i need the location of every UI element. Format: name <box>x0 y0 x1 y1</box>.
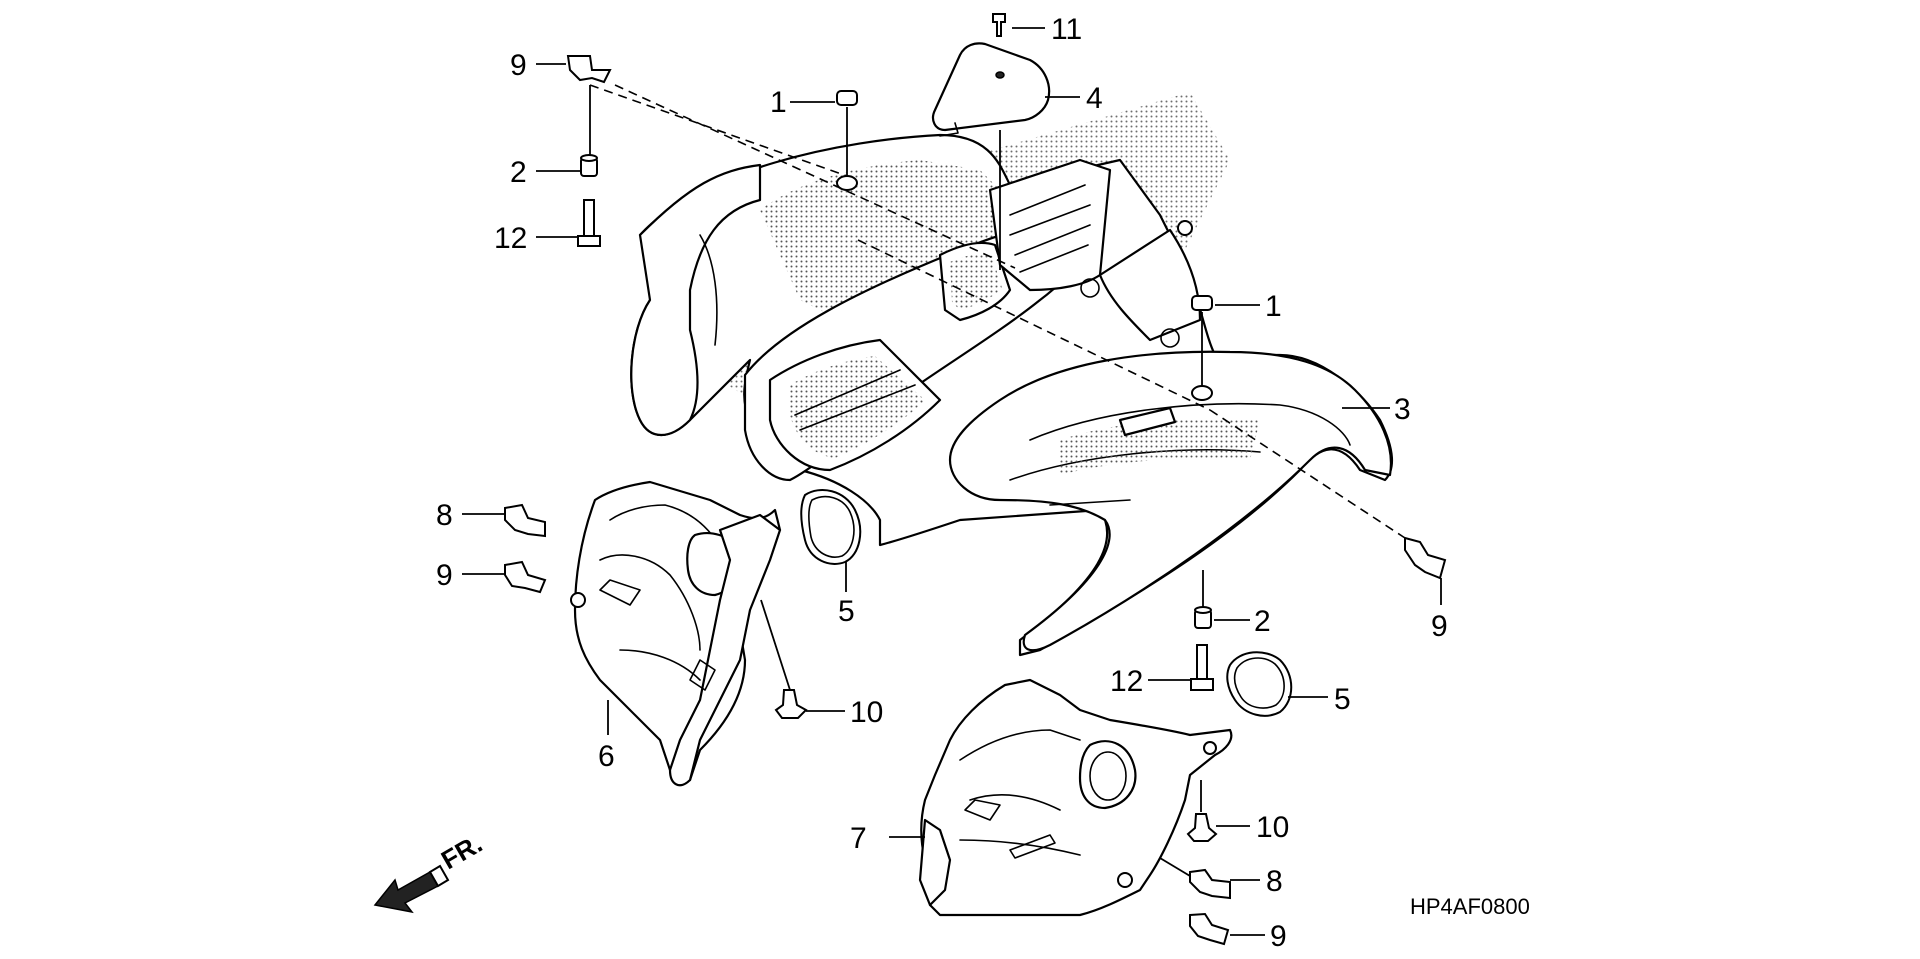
right-inner-panel-part-7 <box>918 678 1233 917</box>
callout-1-top: 1 <box>770 86 787 119</box>
drawing-code: HP4AF0800 <box>1410 894 1530 919</box>
callout-9-top-left: 9 <box>510 49 527 82</box>
callout-12-left: 12 <box>494 222 527 255</box>
front-fender-part-3 <box>630 133 1394 657</box>
callout-9-right: 9 <box>1431 610 1448 643</box>
ring-part-5-left <box>800 489 862 565</box>
callout-10-right: 10 <box>1256 811 1289 844</box>
callout-7: 7 <box>850 822 867 855</box>
callout-9-bottom: 9 <box>1270 920 1287 953</box>
callout-8-right: 8 <box>1266 865 1283 898</box>
ring-part-5-right <box>1226 651 1293 717</box>
clip-part-9-right <box>1404 536 1447 580</box>
callout-labels: 1 1 2 2 3 4 5 5 6 7 8 8 9 9 9 9 10 10 11… <box>436 13 1448 953</box>
front-indicator-label: FR. <box>436 828 487 875</box>
callout-12-right: 12 <box>1110 665 1143 698</box>
callout-2-left: 2 <box>510 156 527 189</box>
cover-lid-part-4 <box>931 42 1051 137</box>
clip-part-9-left <box>504 560 547 594</box>
callout-11: 11 <box>1051 13 1082 46</box>
callout-5-right: 5 <box>1334 683 1351 716</box>
callout-8-left: 8 <box>436 499 453 532</box>
callout-5-left: 5 <box>838 595 855 628</box>
callout-1-right: 1 <box>1265 290 1282 323</box>
clip-part-8-right <box>1189 868 1231 900</box>
leader-lines <box>462 27 1442 936</box>
callout-9-left: 9 <box>436 559 453 592</box>
clip-part-9-top-left <box>566 55 612 84</box>
bolt-part-12-right <box>1190 644 1214 691</box>
front-direction-arrow: FR. <box>373 828 487 914</box>
clip-part-9-bottom-right <box>1189 912 1230 946</box>
screw-part-11 <box>992 13 1006 37</box>
grommet-part-1-top <box>836 90 858 191</box>
collar-part-2-right <box>1194 606 1212 629</box>
callout-4: 4 <box>1086 82 1103 115</box>
callout-10-left: 10 <box>850 696 883 729</box>
callout-6: 6 <box>598 740 615 773</box>
callout-2-right: 2 <box>1254 605 1271 638</box>
clip-part-8-left <box>504 503 546 538</box>
bolt-part-12-left <box>577 199 601 247</box>
screw-part-10-right <box>1186 813 1218 842</box>
screw-part-10-left <box>774 689 808 719</box>
left-inner-panel-part-6 <box>570 480 782 787</box>
collar-part-2-left <box>580 154 598 177</box>
callout-3: 3 <box>1394 393 1411 426</box>
